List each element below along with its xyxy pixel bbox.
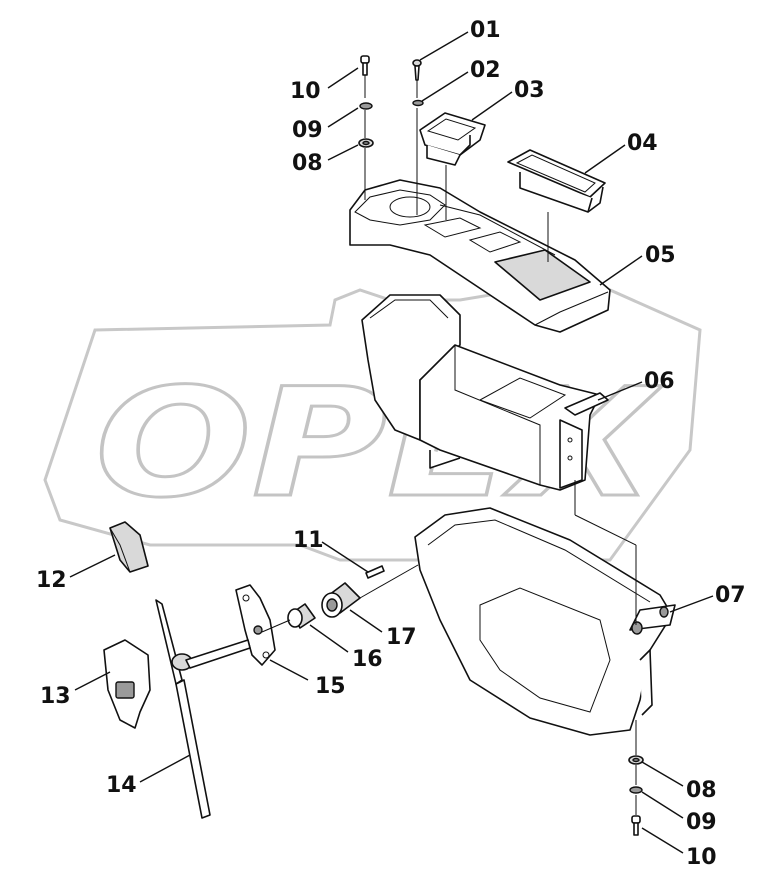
callout-labels: 01 02 03 04 05 06 07 08 09 10 08 09 10 1… [36,18,746,870]
callout-12: 12 [36,568,67,593]
callout-16: 16 [352,647,383,672]
callout-02: 02 [470,58,501,83]
callout-08-bottom: 08 [686,778,717,803]
washer-09-bottom [629,786,643,794]
switch-housing-03 [419,112,486,166]
callout-04: 04 [627,131,658,156]
callout-05: 05 [645,243,676,268]
screw-01 [412,59,422,81]
callout-11: 11 [293,528,324,553]
washer-09-top [359,102,373,110]
assembly-lines [261,75,637,815]
lever-14 [155,599,251,819]
callout-10-top: 10 [290,79,321,104]
cover-13 [103,639,151,729]
spacer-16 [287,603,316,629]
callout-15: 15 [315,674,346,699]
frame-06 [361,294,609,491]
callout-01: 01 [470,18,501,43]
callout-06: 06 [644,369,675,394]
washer-02 [412,99,424,107]
screw-10-top [360,55,370,76]
callout-14: 14 [106,773,137,798]
callout-09-top: 09 [292,118,323,143]
washer-08-top [358,138,374,148]
pin-11 [365,565,385,579]
screw-10-bottom [631,815,641,836]
callout-07: 07 [715,583,746,608]
bushing-17 [321,582,361,618]
callout-09-bottom: 09 [686,810,717,835]
bracket-15 [235,584,276,666]
washer-08-bottom [628,755,644,765]
callout-08-top: 08 [292,151,323,176]
callout-13: 13 [40,684,71,709]
callout-10-bottom: 10 [686,845,717,870]
callout-03: 03 [514,78,545,103]
console-top-05 [349,179,611,333]
callout-17: 17 [386,625,417,650]
leader-lines [69,31,714,854]
cover-07 [414,507,676,736]
tray-04 [507,149,606,213]
knob-12 [109,521,149,573]
